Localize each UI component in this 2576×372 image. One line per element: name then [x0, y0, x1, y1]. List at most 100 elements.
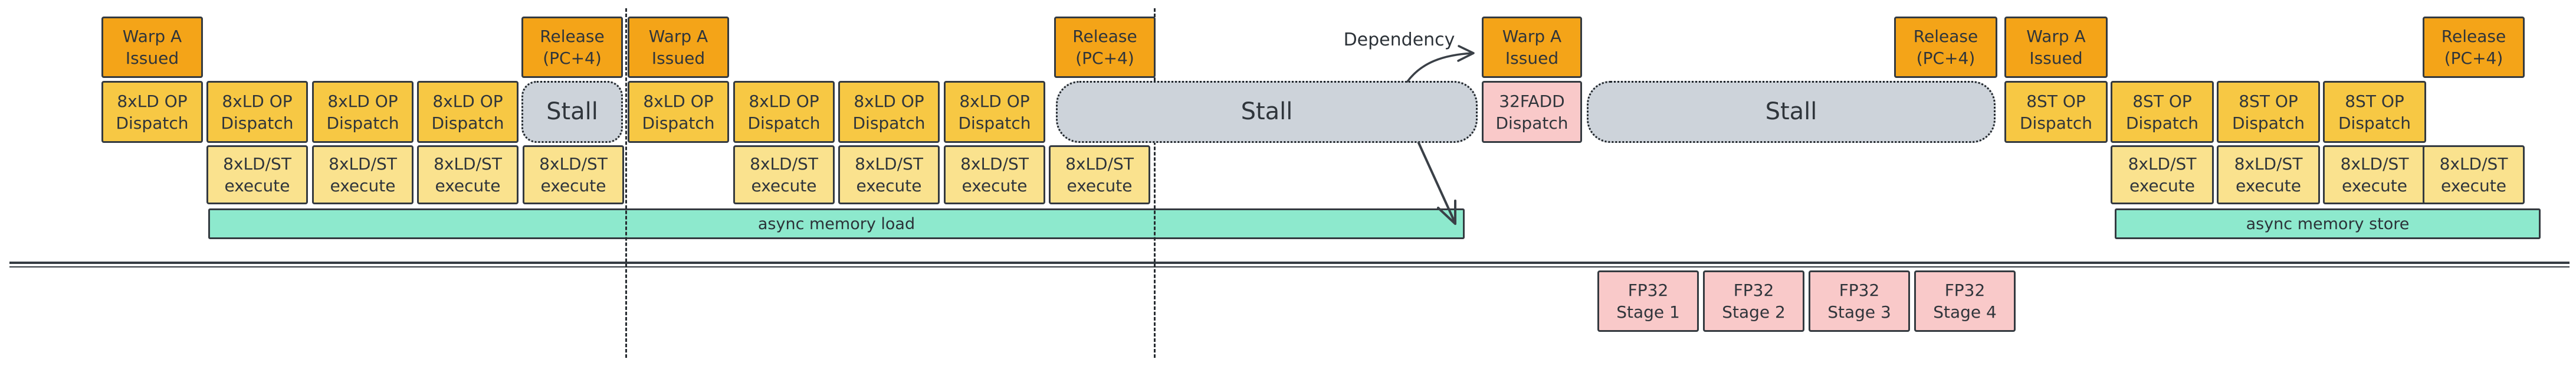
ldst-execute-box-6: 8xLD/ST execute	[838, 145, 940, 204]
stall-label: Stall	[1765, 98, 1817, 125]
st-dispatch-line2: Dispatch	[2338, 113, 2411, 133]
async-memory-store-label: async memory store	[2246, 214, 2410, 233]
st-dispatch-box-4: 8ST OP Dispatch	[2323, 81, 2426, 143]
ldst-execute-box-7: 8xLD/ST execute	[944, 145, 1045, 204]
ldst-execute-line2: execute	[2235, 176, 2301, 195]
ldst-execute-line2: execute	[224, 176, 290, 195]
ldst-execute-box-3: 8xLD/ST execute	[417, 145, 519, 204]
ldst-execute-line1: 8xLD/ST	[223, 154, 291, 174]
release-pc4-box-2: Release (PC+4)	[1054, 17, 1156, 78]
ldst-execute-line1: 8xLD/ST	[329, 154, 397, 174]
release-line1: Release	[540, 27, 605, 46]
release-line1: Release	[2441, 27, 2506, 46]
ld-dispatch-line1: 8xLD OP	[749, 91, 819, 111]
fadd-dispatch-line1: 32FADD	[1499, 91, 1565, 111]
fp32-stage-1-box: FP32 Stage 1	[1597, 270, 1699, 332]
ldst-execute-line1: 8xLD/ST	[1065, 154, 1134, 174]
st-dispatch-line2: Dispatch	[2126, 113, 2198, 133]
ld-dispatch-box-1: 8xLD OP Dispatch	[101, 81, 203, 143]
warp-a-issued-box-3: Warp A Issued	[1482, 17, 1582, 78]
ld-dispatch-box-7: 8xLD OP Dispatch	[838, 81, 940, 143]
ldst-execute-line2: execute	[435, 176, 501, 195]
ldst-execute-box-12: 8xLD/ST execute	[2423, 145, 2525, 204]
warp-a-issued-line1: Warp A	[2026, 27, 2086, 46]
release-line1: Release	[1913, 27, 1978, 46]
ld-dispatch-box-2: 8xLD OP Dispatch	[206, 81, 308, 143]
fp32-stage-4-box: FP32 Stage 4	[1914, 270, 2016, 332]
release-line2: (PC+4)	[1075, 48, 1134, 68]
fp32-stage-4-label: Stage 4	[1933, 302, 1997, 322]
fp32-stage-2-box: FP32 Stage 2	[1703, 270, 1804, 332]
ld-dispatch-line1: 8xLD OP	[643, 91, 714, 111]
stall-box-1: Stall	[1056, 81, 1478, 143]
ldst-execute-line1: 8xLD/ST	[434, 154, 502, 174]
warp-a-issued-line2: Issued	[125, 48, 179, 68]
ldst-execute-line2: execute	[330, 176, 396, 195]
ld-dispatch-line2: Dispatch	[431, 113, 504, 133]
fp32-label: FP32	[1733, 280, 1774, 300]
ld-dispatch-line1: 8xLD OP	[854, 91, 924, 111]
lane-separator-line	[9, 262, 2570, 267]
ldst-execute-box-2: 8xLD/ST execute	[312, 145, 414, 204]
ld-dispatch-box-5: 8xLD OP Dispatch	[628, 81, 729, 143]
async-memory-load-label: async memory load	[757, 214, 915, 233]
fp32-label: FP32	[1627, 280, 1669, 300]
st-dispatch-line2: Dispatch	[2020, 113, 2092, 133]
async-memory-store-bar: async memory store	[2115, 208, 2541, 239]
ldst-execute-line2: execute	[751, 176, 817, 195]
ldst-execute-line2: execute	[540, 176, 606, 195]
ldst-execute-line2: execute	[2440, 176, 2506, 195]
group-divider-line-2	[1154, 8, 1156, 358]
fp32-stage-3-label: Stage 3	[1827, 302, 1891, 322]
ld-dispatch-box-3: 8xLD OP Dispatch	[312, 81, 414, 143]
fp32-stage-2-label: Stage 2	[1722, 302, 1786, 322]
ldst-execute-box-11: 8xLD/ST execute	[2323, 145, 2426, 204]
stall-box-2: Stall	[1587, 81, 1996, 143]
stall-label: Stall	[1241, 98, 1293, 125]
ldst-execute-line1: 8xLD/ST	[2128, 154, 2197, 174]
ldst-execute-line1: 8xLD/ST	[2439, 154, 2508, 174]
st-dispatch-box-3: 8ST OP Dispatch	[2217, 81, 2320, 143]
ldst-execute-line2: execute	[2341, 176, 2407, 195]
st-dispatch-box-2: 8ST OP Dispatch	[2111, 81, 2214, 143]
ldst-execute-box-8: 8xLD/ST execute	[1049, 145, 1150, 204]
ldst-execute-line1: 8xLD/ST	[2340, 154, 2409, 174]
ld-dispatch-line1: 8xLD OP	[959, 91, 1030, 111]
ldst-execute-box-9: 8xLD/ST execute	[2111, 145, 2214, 204]
ldst-execute-line1: 8xLD/ST	[750, 154, 818, 174]
ld-dispatch-line2: Dispatch	[221, 113, 294, 133]
warp-a-issued-line1: Warp A	[1502, 27, 1562, 46]
ldst-execute-line2: execute	[962, 176, 1028, 195]
warp-a-issued-line2: Issued	[1505, 48, 1559, 68]
ldst-execute-box-4: 8xLD/ST execute	[523, 145, 624, 204]
st-dispatch-line2: Dispatch	[2232, 113, 2305, 133]
ldst-execute-line2: execute	[2129, 176, 2195, 195]
warp-a-issued-line2: Issued	[651, 48, 705, 68]
release-line1: Release	[1072, 27, 1137, 46]
fp32-stage-1-label: Stage 1	[1616, 302, 1680, 322]
warp-a-issued-line2: Issued	[2029, 48, 2083, 68]
ld-dispatch-box-8: 8xLD OP Dispatch	[944, 81, 1045, 143]
ld-dispatch-line2: Dispatch	[852, 113, 926, 133]
ld-dispatch-line1: 8xLD OP	[432, 91, 503, 111]
release-pc4-box-1: Release (PC+4)	[521, 17, 623, 78]
ld-dispatch-line1: 8xLD OP	[222, 91, 293, 111]
ldst-execute-line2: execute	[1067, 176, 1133, 195]
ldst-execute-line1: 8xLD/ST	[855, 154, 923, 174]
ld-dispatch-line1: 8xLD OP	[327, 91, 398, 111]
ldst-execute-line1: 8xLD/ST	[2234, 154, 2303, 174]
ld-dispatch-line2: Dispatch	[116, 113, 189, 133]
stall-box-small: Stall	[521, 81, 623, 143]
ld-dispatch-line2: Dispatch	[958, 113, 1031, 133]
ld-dispatch-box-6: 8xLD OP Dispatch	[733, 81, 835, 143]
ldst-execute-line1: 8xLD/ST	[539, 154, 608, 174]
ldst-execute-line2: execute	[856, 176, 922, 195]
dependency-arrow-to-warp-issue	[1406, 45, 1475, 83]
ld-dispatch-line2: Dispatch	[747, 113, 821, 133]
ld-dispatch-line1: 8xLD OP	[117, 91, 188, 111]
st-dispatch-line1: 8ST OP	[2239, 91, 2298, 111]
ldst-execute-box-10: 8xLD/ST execute	[2217, 145, 2320, 204]
warp-a-issued-box-2: Warp A Issued	[628, 17, 729, 78]
release-line2: (PC+4)	[2444, 48, 2503, 68]
